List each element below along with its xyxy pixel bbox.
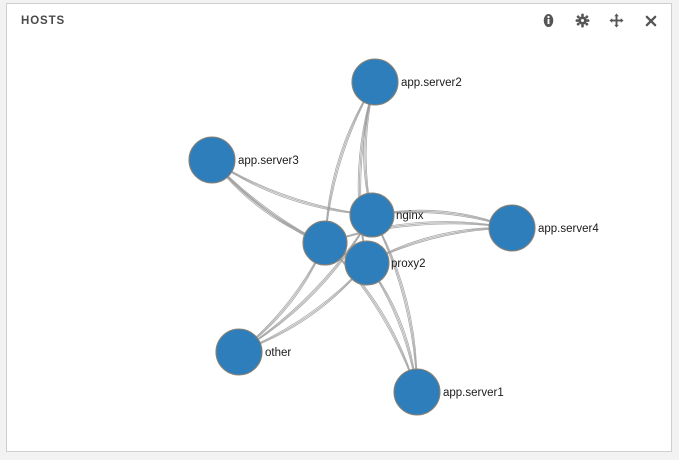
- graph-node-label: app.server2: [401, 77, 462, 89]
- graph-node-label: proxy2: [391, 258, 426, 270]
- graph-node-circle[interactable]: [215, 328, 263, 376]
- panel-header: HOSTS: [7, 4, 671, 40]
- info-icon[interactable]: [540, 12, 557, 29]
- graph-node[interactable]: nginx: [349, 192, 424, 238]
- graph-node-circle[interactable]: [188, 136, 236, 184]
- graph-edge: [371, 214, 418, 393]
- graph-node[interactable]: other: [215, 328, 291, 376]
- graph-node[interactable]: app.server4: [488, 204, 599, 252]
- header-icon-group: [540, 12, 659, 29]
- graph-node-label: app.server4: [538, 223, 599, 235]
- gear-icon[interactable]: [574, 12, 591, 29]
- close-icon[interactable]: [642, 12, 659, 29]
- page-title: HOSTS: [21, 15, 66, 27]
- move-icon[interactable]: [608, 12, 625, 29]
- graph-node-circle[interactable]: [349, 192, 395, 238]
- graph-node-label: app.server1: [443, 387, 504, 399]
- graph-node-circle[interactable]: [302, 220, 348, 266]
- graph-node-circle[interactable]: [488, 204, 536, 252]
- graph-node-label: nginx: [396, 210, 424, 222]
- graph-node-circle[interactable]: [351, 58, 399, 106]
- graph-node[interactable]: app.server3: [188, 136, 299, 184]
- network-graph-svg[interactable]: app.server2 app.server3 nginx proxy2 app.ser…: [7, 40, 671, 452]
- hosts-panel: HOSTS: [6, 3, 672, 452]
- graph-nodes-layer: app.server2 app.server3 nginx proxy2 app.ser…: [188, 58, 599, 416]
- graph-node-circle[interactable]: [393, 368, 441, 416]
- graph-node-label: app.server3: [238, 155, 299, 167]
- graph-node-circle[interactable]: [344, 240, 390, 286]
- graph-node-label: other: [265, 347, 291, 359]
- graph-node[interactable]: [302, 220, 348, 266]
- graph-node[interactable]: app.server1: [393, 368, 504, 416]
- network-graph-canvas[interactable]: app.server2 app.server3 nginx proxy2 app.ser…: [7, 40, 671, 452]
- graph-node[interactable]: app.server2: [351, 58, 462, 106]
- graph-edge: [371, 214, 418, 393]
- graph-node[interactable]: proxy2: [344, 240, 426, 286]
- graph-edge: [371, 214, 418, 393]
